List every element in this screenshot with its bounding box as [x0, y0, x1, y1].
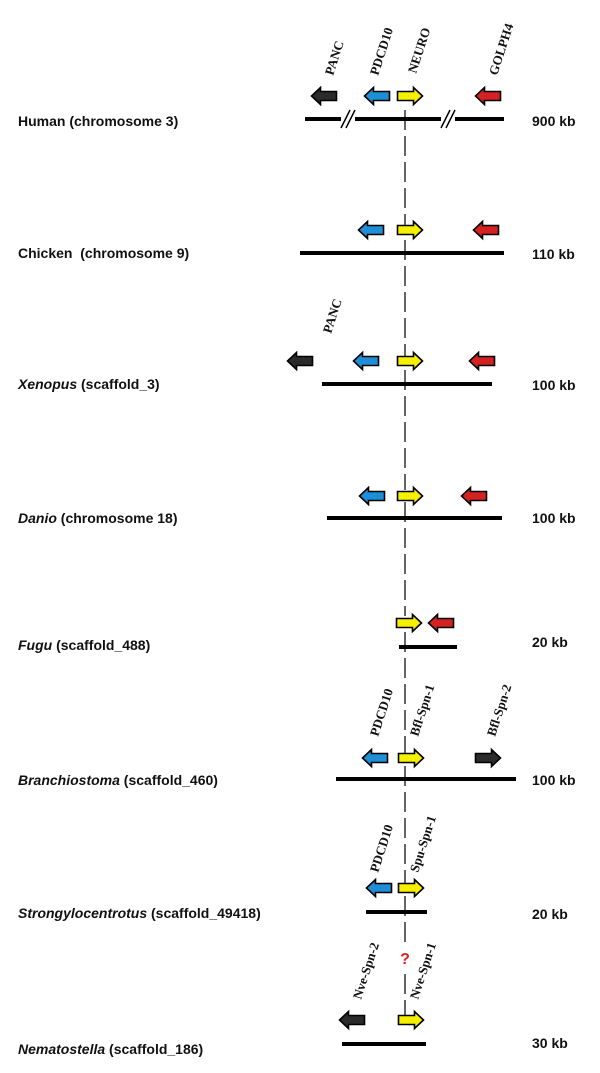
pdcd10-gene-arrow-icon [358, 485, 386, 507]
species-genus: Danio [18, 510, 57, 526]
species-genus: Fugu [18, 637, 53, 653]
gene-label-pdcd10: PDCD10 [367, 687, 396, 738]
spu-spn-1-gene-arrow-icon [397, 877, 425, 899]
bfl-spn-1-gene-arrow-icon [397, 747, 425, 769]
unknown-orthology-question-mark: ? [400, 951, 410, 968]
track-human: PANC PDCD10 NEURO GOLPH4 [305, 21, 517, 129]
species-label-fugu: Fugu (scaffold_488) [18, 637, 150, 653]
region-size-human: 900 kb [532, 113, 576, 129]
panc-gene-arrow-icon [310, 85, 338, 107]
nve-spn-2-gene-arrow-icon [338, 1009, 366, 1031]
gene-label-bfl-spn-1: Bfl-Spn-1 [407, 682, 438, 737]
gene-label-nve-spn-2: Nve-Spn-2 [350, 941, 382, 1001]
track-danio [327, 485, 502, 520]
species-source: (scaffold_49418) [147, 905, 261, 921]
golph4-gene-arrow-icon [472, 219, 500, 241]
neuro-gene-arrow-icon [396, 350, 424, 372]
neuro-gene-arrow-icon [396, 485, 424, 507]
gene-label-golph4: GOLPH4 [486, 21, 517, 77]
species-source: (scaffold_3) [77, 376, 160, 392]
neuro-gene-arrow-icon [396, 85, 424, 107]
region-size-branchiostoma: 100 kb [532, 772, 576, 788]
track-fugu [395, 612, 457, 649]
species-label-chicken: Chicken (chromosome 9) [18, 245, 189, 261]
gene-label-spu-spn-1: Spu-Spn-1 [407, 814, 439, 874]
species-source: (scaffold_488) [52, 637, 151, 653]
species-source: (chromosome 18) [56, 510, 178, 526]
species-label-xenopus: Xenopus (scaffold_3) [18, 376, 160, 392]
species-label-nematostella: Nematostella (scaffold_186) [18, 1041, 203, 1057]
gene-label-panc: PANC [322, 39, 347, 77]
pdcd10-gene-arrow-icon [357, 219, 385, 241]
pdcd10-gene-arrow-icon [365, 877, 393, 899]
region-size-chicken: 110 kb [532, 246, 575, 262]
bfl-spn-2-gene-arrow-icon [474, 747, 502, 769]
gene-label-pdcd10: PDCD10 [367, 823, 396, 874]
species-label-danio: Danio (chromosome 18) [18, 510, 177, 526]
region-size-nematostella: 30 kb [532, 1035, 568, 1051]
break-mark [340, 109, 356, 129]
neuro-gene-arrow-icon [396, 219, 424, 241]
species-label-human: Human (chromosome 3) [18, 113, 178, 129]
golph4-gene-arrow-icon [460, 485, 488, 507]
species-source: Human (chromosome 3) [18, 113, 179, 129]
gene-label-neuro: NEURO [405, 26, 434, 75]
track-xenopus: PANC [286, 297, 496, 386]
pdcd10-gene-arrow-icon [363, 85, 391, 107]
species-source: (scaffold_186) [105, 1041, 204, 1057]
species-genus: Branchiostoma [18, 772, 120, 788]
pdcd10-gene-arrow-icon [352, 350, 380, 372]
break-mark [440, 109, 456, 129]
species-label-strongylocentrotus: Strongylocentrotus (scaffold_49418) [18, 905, 261, 921]
region-size-strongylocentrotus: 20 kb [532, 906, 568, 922]
gene-label-pdcd10: PDCD10 [367, 26, 396, 77]
species-genus: Strongylocentrotus [18, 905, 148, 921]
panc-gene-arrow-icon [286, 350, 314, 372]
species-genus: Nematostella [18, 1041, 106, 1057]
golph4-gene-arrow-icon [427, 612, 455, 634]
pdcd10-gene-arrow-icon [361, 747, 389, 769]
species-source: Chicken (chromosome 9) [18, 245, 190, 261]
track-nematostella: Nve-Spn-2 Nve-Spn-1 [338, 941, 439, 1046]
species-label-branchiostoma: Branchiostoma (scaffold_460) [18, 772, 218, 788]
species-genus: Xenopus [18, 376, 78, 392]
golph4-gene-arrow-icon [474, 85, 502, 107]
track-strongylocentrotus: PDCD10 Spu-Spn-1 [365, 814, 439, 914]
region-size-danio: 100 kb [532, 510, 576, 526]
gene-label-bfl-spn-2: Bfl-Spn-2 [484, 682, 515, 737]
species-source: (scaffold_460) [119, 772, 218, 788]
track-chicken [300, 219, 504, 255]
gene-label-panc: PANC [320, 297, 345, 335]
nve-spn-1-gene-arrow-icon [397, 1009, 425, 1031]
neuro-gene-arrow-icon [395, 612, 423, 634]
track-branchiostoma: PDCD10 Bfl-Spn-1 Bfl-Spn-2 [336, 682, 516, 781]
region-size-fugu: 20 kb [532, 634, 568, 650]
region-size-xenopus: 100 kb [532, 377, 576, 393]
golph4-gene-arrow-icon [468, 350, 496, 372]
